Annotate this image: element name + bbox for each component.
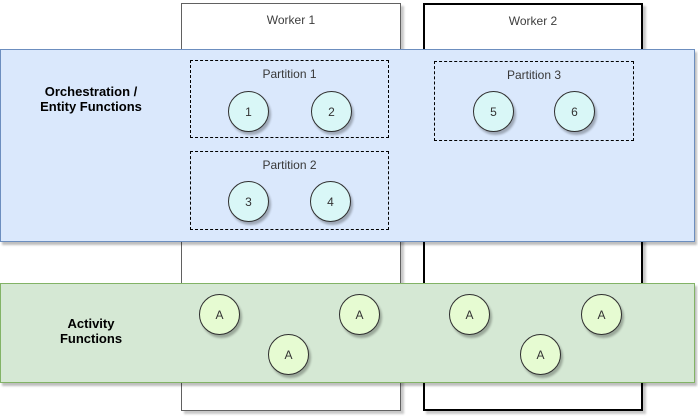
activity-circle: A bbox=[339, 294, 380, 335]
activity-band-label-line1: Activity bbox=[67, 316, 115, 331]
orchestration-band-label: Orchestration / Entity Functions bbox=[0, 84, 182, 114]
partition-circle-4: 4 bbox=[310, 181, 351, 222]
partition-2-group: Partition 2 bbox=[190, 151, 389, 230]
activity-band-label-line2: Functions bbox=[59, 331, 123, 346]
worker-1-label: Worker 1 bbox=[266, 13, 316, 27]
activity-circle: A bbox=[449, 294, 490, 335]
activity-band-label: Activity Functions bbox=[0, 316, 182, 346]
activity-circle: A bbox=[520, 334, 561, 375]
orchestration-band-label-line2: Entity Functions bbox=[40, 99, 142, 114]
partition-circle-1: 1 bbox=[228, 91, 269, 132]
partition-1-label: Partition 1 bbox=[262, 67, 317, 81]
activity-circle: A bbox=[199, 294, 240, 335]
partition-3-label: Partition 3 bbox=[506, 68, 562, 82]
activity-circle: A bbox=[268, 334, 309, 375]
partition-1-group: Partition 1 bbox=[190, 60, 389, 138]
activity-circle: A bbox=[581, 294, 622, 335]
partition-circle-2: 2 bbox=[311, 91, 352, 132]
orchestration-band-label-line1: Orchestration / bbox=[44, 84, 138, 99]
partition-2-label: Partition 2 bbox=[262, 158, 317, 172]
partition-circle-5: 5 bbox=[473, 91, 514, 132]
partition-3-group: Partition 3 bbox=[434, 61, 634, 141]
partition-circle-3: 3 bbox=[228, 181, 269, 222]
worker-2-label: Worker 2 bbox=[508, 14, 558, 28]
partition-circle-6: 6 bbox=[554, 91, 595, 132]
